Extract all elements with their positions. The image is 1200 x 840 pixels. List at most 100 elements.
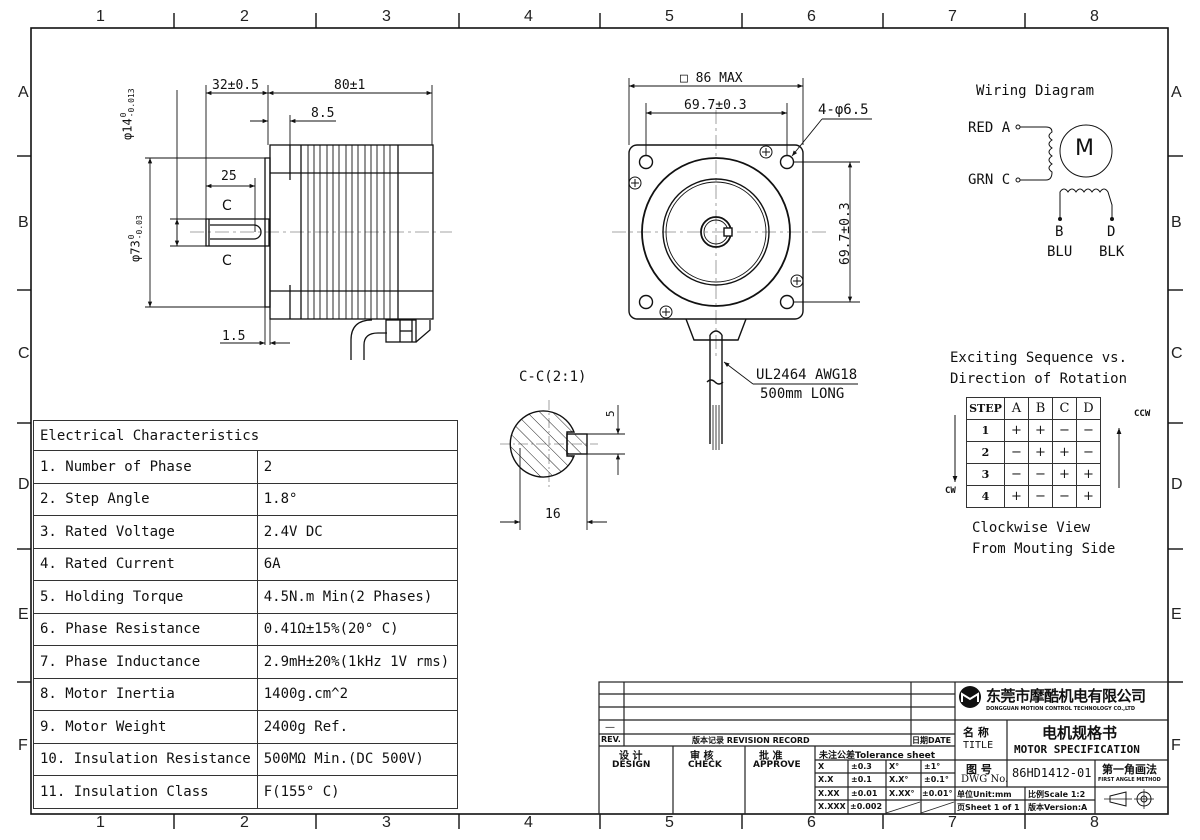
tol-cell: X.XXX bbox=[818, 802, 846, 811]
dim-section-width: 16 bbox=[545, 507, 561, 522]
row-ticks bbox=[17, 155, 1183, 683]
column-label: 8 bbox=[1090, 814, 1099, 831]
lead-b-color: BLU bbox=[1047, 244, 1073, 260]
row-label: C bbox=[18, 345, 30, 362]
column-ticks bbox=[173, 13, 1026, 829]
document-title-cn: 电机规格书 bbox=[1042, 724, 1118, 742]
first-angle-projection-symbol bbox=[1104, 789, 1154, 809]
document-title-en: MOTOR SPECIFICATION bbox=[1014, 743, 1140, 756]
tol-cell: ±0.3 bbox=[851, 762, 872, 771]
rev-label: REV. bbox=[601, 735, 621, 744]
sequence-title-line2: Direction of Rotation bbox=[950, 371, 1128, 387]
lead-phase: C bbox=[1001, 172, 1011, 188]
column-label: 5 bbox=[665, 8, 674, 25]
lead-b-phase: B bbox=[1055, 224, 1064, 240]
tol-cell: ±0.1 bbox=[851, 775, 872, 784]
check-label-en: CHECK bbox=[688, 760, 722, 770]
phase-state: + bbox=[1028, 419, 1053, 442]
tol-cell: X.X bbox=[818, 775, 834, 784]
column-label: 8 bbox=[1090, 8, 1099, 25]
check-label-cn: 审 核 bbox=[690, 751, 714, 762]
dim-square-max: □ 86 MAX bbox=[680, 71, 743, 86]
revision-record-label: 版本记录 REVISION RECORD bbox=[692, 736, 810, 745]
dim-shaft-flat: 25 bbox=[221, 169, 237, 184]
version-label: 版本Version:A bbox=[1028, 803, 1088, 812]
row-label: D bbox=[18, 476, 30, 493]
cable-length: 500mm LONG bbox=[760, 386, 845, 402]
tol-lower: -0.013 bbox=[127, 88, 136, 118]
electrical-characteristics-table: Electrical Characteristics 1. Number of … bbox=[33, 420, 459, 809]
company-logo bbox=[959, 686, 981, 708]
spec-label: 7. Phase Inductance bbox=[33, 645, 258, 679]
revision-entry: — bbox=[605, 722, 615, 733]
sequence-title-line1: Exciting Sequence vs. bbox=[950, 350, 1128, 366]
row-label: B bbox=[1171, 214, 1182, 231]
tol-cell: ±0.01° bbox=[922, 789, 953, 798]
phase-state: − bbox=[1004, 463, 1029, 486]
sequence-row: 1 + + − − bbox=[966, 419, 1101, 442]
ccw-label: CCW bbox=[1134, 409, 1151, 419]
phase-state: − bbox=[1028, 485, 1053, 508]
design-label-cn: 设 计 bbox=[619, 751, 643, 762]
section-mark-top: C bbox=[222, 198, 232, 214]
spec-value: 2 bbox=[256, 450, 459, 484]
column-label: 1 bbox=[96, 8, 105, 25]
date-label: 日期DATE bbox=[912, 736, 952, 745]
column-label: 2 bbox=[240, 8, 249, 25]
row-label: D bbox=[1171, 476, 1183, 493]
column-label: 2 bbox=[240, 814, 249, 831]
spec-value: 2400g Ref. bbox=[256, 710, 459, 744]
cw-label: CW bbox=[945, 486, 956, 496]
column-label: 4 bbox=[524, 8, 533, 25]
row-label: A bbox=[18, 84, 29, 101]
lead-grn-c: GRN C bbox=[968, 172, 1010, 188]
spec-label: 6. Phase Resistance bbox=[33, 612, 258, 646]
phase-state: + bbox=[1004, 419, 1029, 442]
dim-shaft-length: 32±0.5 bbox=[212, 78, 259, 93]
spec-value: 1.8° bbox=[256, 482, 459, 516]
section-view bbox=[500, 400, 625, 530]
column-label: 7 bbox=[948, 8, 957, 25]
dim-hole-spacing-horizontal: 69.7±0.3 bbox=[684, 98, 747, 113]
lead-red-a: RED A bbox=[968, 120, 1010, 136]
sequence-row: 2 − + + − bbox=[966, 441, 1101, 464]
column-label: 5 bbox=[665, 814, 674, 831]
sequence-header-row: STEP A B C D bbox=[966, 397, 1101, 420]
column-label: 7 bbox=[948, 814, 957, 831]
tol-cell: X bbox=[818, 762, 825, 771]
dim-pilot-dia-value: φ73 bbox=[128, 240, 143, 262]
column-label: 4 bbox=[524, 814, 533, 831]
sequence-arrows bbox=[952, 415, 1122, 488]
header-step: STEP bbox=[966, 397, 1005, 420]
lead-d-phase: D bbox=[1107, 224, 1116, 240]
phase-state: − bbox=[1052, 485, 1077, 508]
row-label: B bbox=[18, 214, 29, 231]
header-a: A bbox=[1004, 397, 1029, 420]
company-name-cn: 东莞市摩酷机电有限公司 bbox=[986, 687, 1146, 705]
dim-hole-spacing-vertical: 69.7±0.3 bbox=[838, 202, 853, 265]
tol-cell: X.XX bbox=[818, 789, 840, 798]
phase-state: − bbox=[1028, 463, 1053, 486]
lead-color: RED bbox=[968, 120, 994, 136]
phase-state: + bbox=[1028, 441, 1053, 464]
lead-color: GRN bbox=[968, 172, 994, 188]
tol-cell: X.XX° bbox=[889, 789, 915, 798]
title-label-en: TITLE bbox=[963, 740, 994, 751]
step-number: 4 bbox=[966, 485, 1005, 508]
cable-spec: UL2464 AWG18 bbox=[756, 367, 858, 383]
projection-method-cn: 第一角画法 bbox=[1102, 763, 1157, 776]
tolerance-title: 未注公差Tolerance sheet bbox=[819, 751, 936, 761]
spec-value: 1400g.cm^2 bbox=[256, 677, 459, 711]
spec-value: 6A bbox=[256, 547, 459, 581]
spec-label: 5. Holding Torque bbox=[33, 580, 258, 614]
step-number: 3 bbox=[966, 463, 1005, 486]
tol-lower: -0.03 bbox=[135, 215, 144, 240]
unit-label: 单位Unit:mm bbox=[957, 790, 1012, 799]
